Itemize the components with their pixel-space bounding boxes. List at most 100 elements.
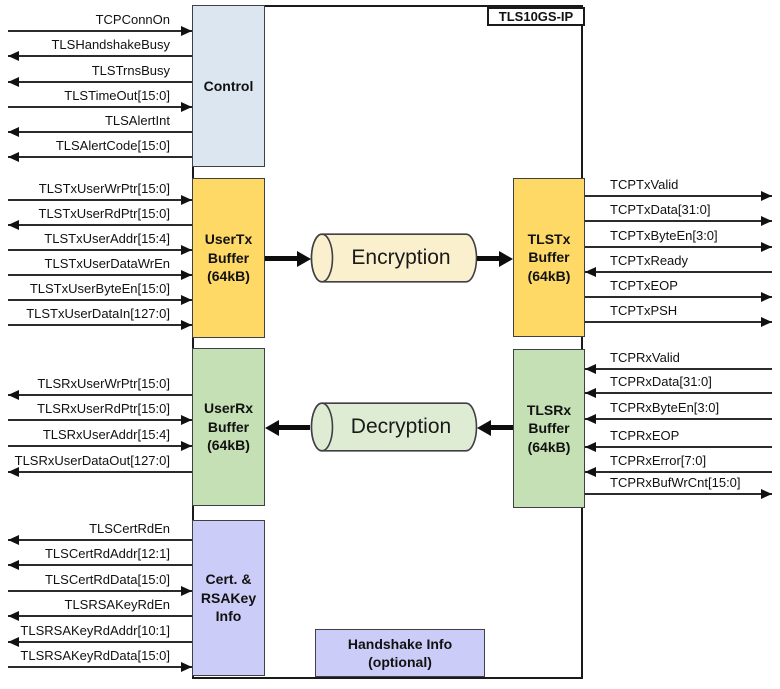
signal-row-tlsrxuseraddr: TLSRxUserAddr[15:4]	[8, 423, 192, 451]
signal-row-tcprxvalid: TCPRxValid	[585, 346, 772, 374]
signal-row-tcprxbufwrcnt: TCPRxBufWrCnt[15:0]	[585, 471, 772, 499]
signal-row-tlstxuserbyteen: TLSTxUserByteEn[15:0]	[8, 277, 192, 305]
tlstx-buffer-block: TLSTx Buffer (64kB)	[513, 178, 585, 337]
arrow-left-icon	[585, 442, 772, 452]
userrx-buffer-block: UserRx Buffer (64kB)	[192, 348, 265, 506]
arrow-left-icon	[8, 637, 192, 647]
control-block: Control	[192, 5, 265, 167]
cert-label-line1: Cert. &	[205, 571, 252, 588]
signal-row-tcpconnon: TCPConnOn	[8, 8, 192, 36]
signal-row-tlstimeout: TLSTimeOut[15:0]	[8, 84, 192, 112]
arrow-usertx-to-encryption-icon	[265, 250, 311, 267]
signal-row-tlstxuseraddr: TLSTxUserAddr[15:4]	[8, 227, 192, 255]
arrow-tlsrx-to-decryption-icon	[477, 419, 513, 436]
handshake-label-line2: (optional)	[368, 654, 432, 670]
arrow-right-icon	[8, 245, 192, 255]
arrow-right-icon	[585, 489, 772, 499]
signal-row-tlshandshakebusy: TLSHandshakeBusy	[8, 33, 192, 61]
arrow-right-icon	[8, 320, 192, 330]
signal-row-tlstrnsbusy: TLSTrnsBusy	[8, 59, 192, 87]
arrow-left-icon	[8, 560, 192, 570]
arrow-left-icon	[8, 127, 192, 137]
signal-row-tlsrxuserdataout: TLSRxUserDataOut[127:0]	[8, 449, 192, 477]
signal-row-tcprxdata: TCPRxData[31:0]	[585, 370, 772, 398]
arrow-decryption-to-userrx-icon	[265, 419, 310, 436]
signal-row-tlsrsakeyrdaddr: TLSRSAKeyRdAddr[10:1]	[8, 619, 192, 647]
tlsrx-label-line3: (64kB)	[527, 438, 571, 455]
cylinder-shape-icon	[310, 402, 478, 452]
signal-row-tlstxuserdatawren: TLSTxUserDataWrEn	[8, 252, 192, 280]
right-signal-column: TCPTxValid TCPTxData[31:0] TCPTxByteEn[3…	[585, 0, 772, 689]
signal-row-tlsrsakeyrden: TLSRSAKeyRdEn	[8, 593, 192, 621]
arrow-right-icon	[8, 195, 192, 205]
userrx-label-line3: (64kB)	[207, 437, 250, 454]
tlsrx-label-line1: TLSRx	[526, 401, 572, 418]
tlstx-label-line2: Buffer	[528, 249, 570, 266]
arrow-encryption-to-tlstx-icon	[477, 250, 513, 267]
arrow-right-icon	[585, 292, 772, 302]
arrow-right-icon	[8, 295, 192, 305]
arrow-left-icon	[8, 535, 192, 545]
encryption-pipe: Encryption	[310, 233, 478, 283]
signal-row-tlsrxuserwrptr: TLSRxUserWrPtr[15:0]	[8, 372, 192, 400]
arrow-right-icon	[8, 662, 192, 672]
usertx-buffer-block: UserTx Buffer (64kB)	[192, 178, 265, 338]
arrow-left-icon	[8, 51, 192, 61]
signal-row-tlscertrden: TLSCertRdEn	[8, 517, 192, 545]
tlstx-label-line3: (64kB)	[527, 267, 571, 284]
handshake-info-block: Handshake Info (optional)	[315, 629, 485, 677]
signal-row-tlstxuserdatain: TLSTxUserDataIn[127:0]	[8, 302, 192, 330]
arrow-right-icon	[585, 216, 772, 226]
arrow-left-icon	[585, 364, 772, 374]
cert-label-line2: RSAKey	[200, 589, 257, 606]
arrow-left-icon	[8, 467, 192, 477]
arrow-left-icon	[8, 77, 192, 87]
arrow-left-icon	[585, 467, 772, 477]
left-signal-column: TCPConnOn TLSHandshakeBusy TLSTrnsBusy T…	[8, 0, 192, 689]
arrow-right-icon	[8, 415, 192, 425]
signal-row-tcptxvalid: TCPTxValid	[585, 173, 772, 201]
arrow-left-icon	[8, 390, 192, 400]
signal-row-tlscertrdaddr: TLSCertRdAddr[12:1]	[8, 542, 192, 570]
arrow-right-icon	[8, 586, 192, 596]
signal-row-tlscertrddata: TLSCertRdData[15:0]	[8, 568, 192, 596]
usertx-label-line3: (64kB)	[207, 268, 250, 285]
signal-row-tlsrxuserrdptr: TLSRxUserRdPtr[15:0]	[8, 397, 192, 425]
signal-row-tlsalertint: TLSAlertInt	[8, 109, 192, 137]
arrow-left-icon	[585, 414, 772, 424]
usertx-label-line1: UserTx	[204, 231, 253, 248]
tlsrx-buffer-block: TLSRx Buffer (64kB)	[513, 349, 585, 508]
ip-core-title: TLS10GS-IP	[487, 7, 585, 26]
cert-rsakey-info-block: Cert. & RSAKey Info	[192, 520, 265, 676]
arrow-left-icon	[585, 388, 772, 398]
decryption-pipe: Decryption	[310, 402, 478, 452]
decryption-label: Decryption	[350, 415, 452, 438]
signal-row-tcprxeop: TCPRxEOP	[585, 424, 772, 452]
signal-row-tcptxdata: TCPTxData[31:0]	[585, 198, 772, 226]
arrow-left-icon	[585, 267, 772, 277]
tlstx-label-line1: TLSTx	[527, 230, 571, 247]
signal-row-tcprxerror: TCPRxError[7:0]	[585, 449, 772, 477]
arrow-right-icon	[585, 242, 772, 252]
tlsrx-label-line2: Buffer	[528, 420, 570, 437]
arrow-right-icon	[8, 441, 192, 451]
userrx-label-line2: Buffer	[207, 418, 250, 435]
signal-row-tlsrsakeyrddata: TLSRSAKeyRdData[15:0]	[8, 644, 192, 672]
signal-row-tcptxready: TCPTxReady	[585, 249, 772, 277]
cylinder-shape-icon	[310, 233, 478, 283]
arrow-right-icon	[585, 191, 772, 201]
usertx-label-line2: Buffer	[207, 249, 250, 266]
arrow-right-icon	[8, 270, 192, 280]
arrow-right-icon	[8, 102, 192, 112]
control-block-label: Control	[203, 77, 254, 94]
handshake-label-line1: Handshake Info	[347, 635, 453, 652]
arrow-left-icon	[8, 152, 192, 162]
signal-row-tlsalertcode: TLSAlertCode[15:0]	[8, 134, 192, 162]
arrow-left-icon	[8, 611, 192, 621]
cert-label-line3: Info	[215, 608, 242, 625]
signal-row-tcprxbyteen: TCPRxByteEn[3:0]	[585, 396, 772, 424]
userrx-label-line1: UserRx	[203, 400, 254, 417]
signal-row-tcptxpsh: TCPTxPSH	[585, 299, 772, 327]
signal-row-tlstxuserrdptr: TLSTxUserRdPtr[15:0]	[8, 202, 192, 230]
